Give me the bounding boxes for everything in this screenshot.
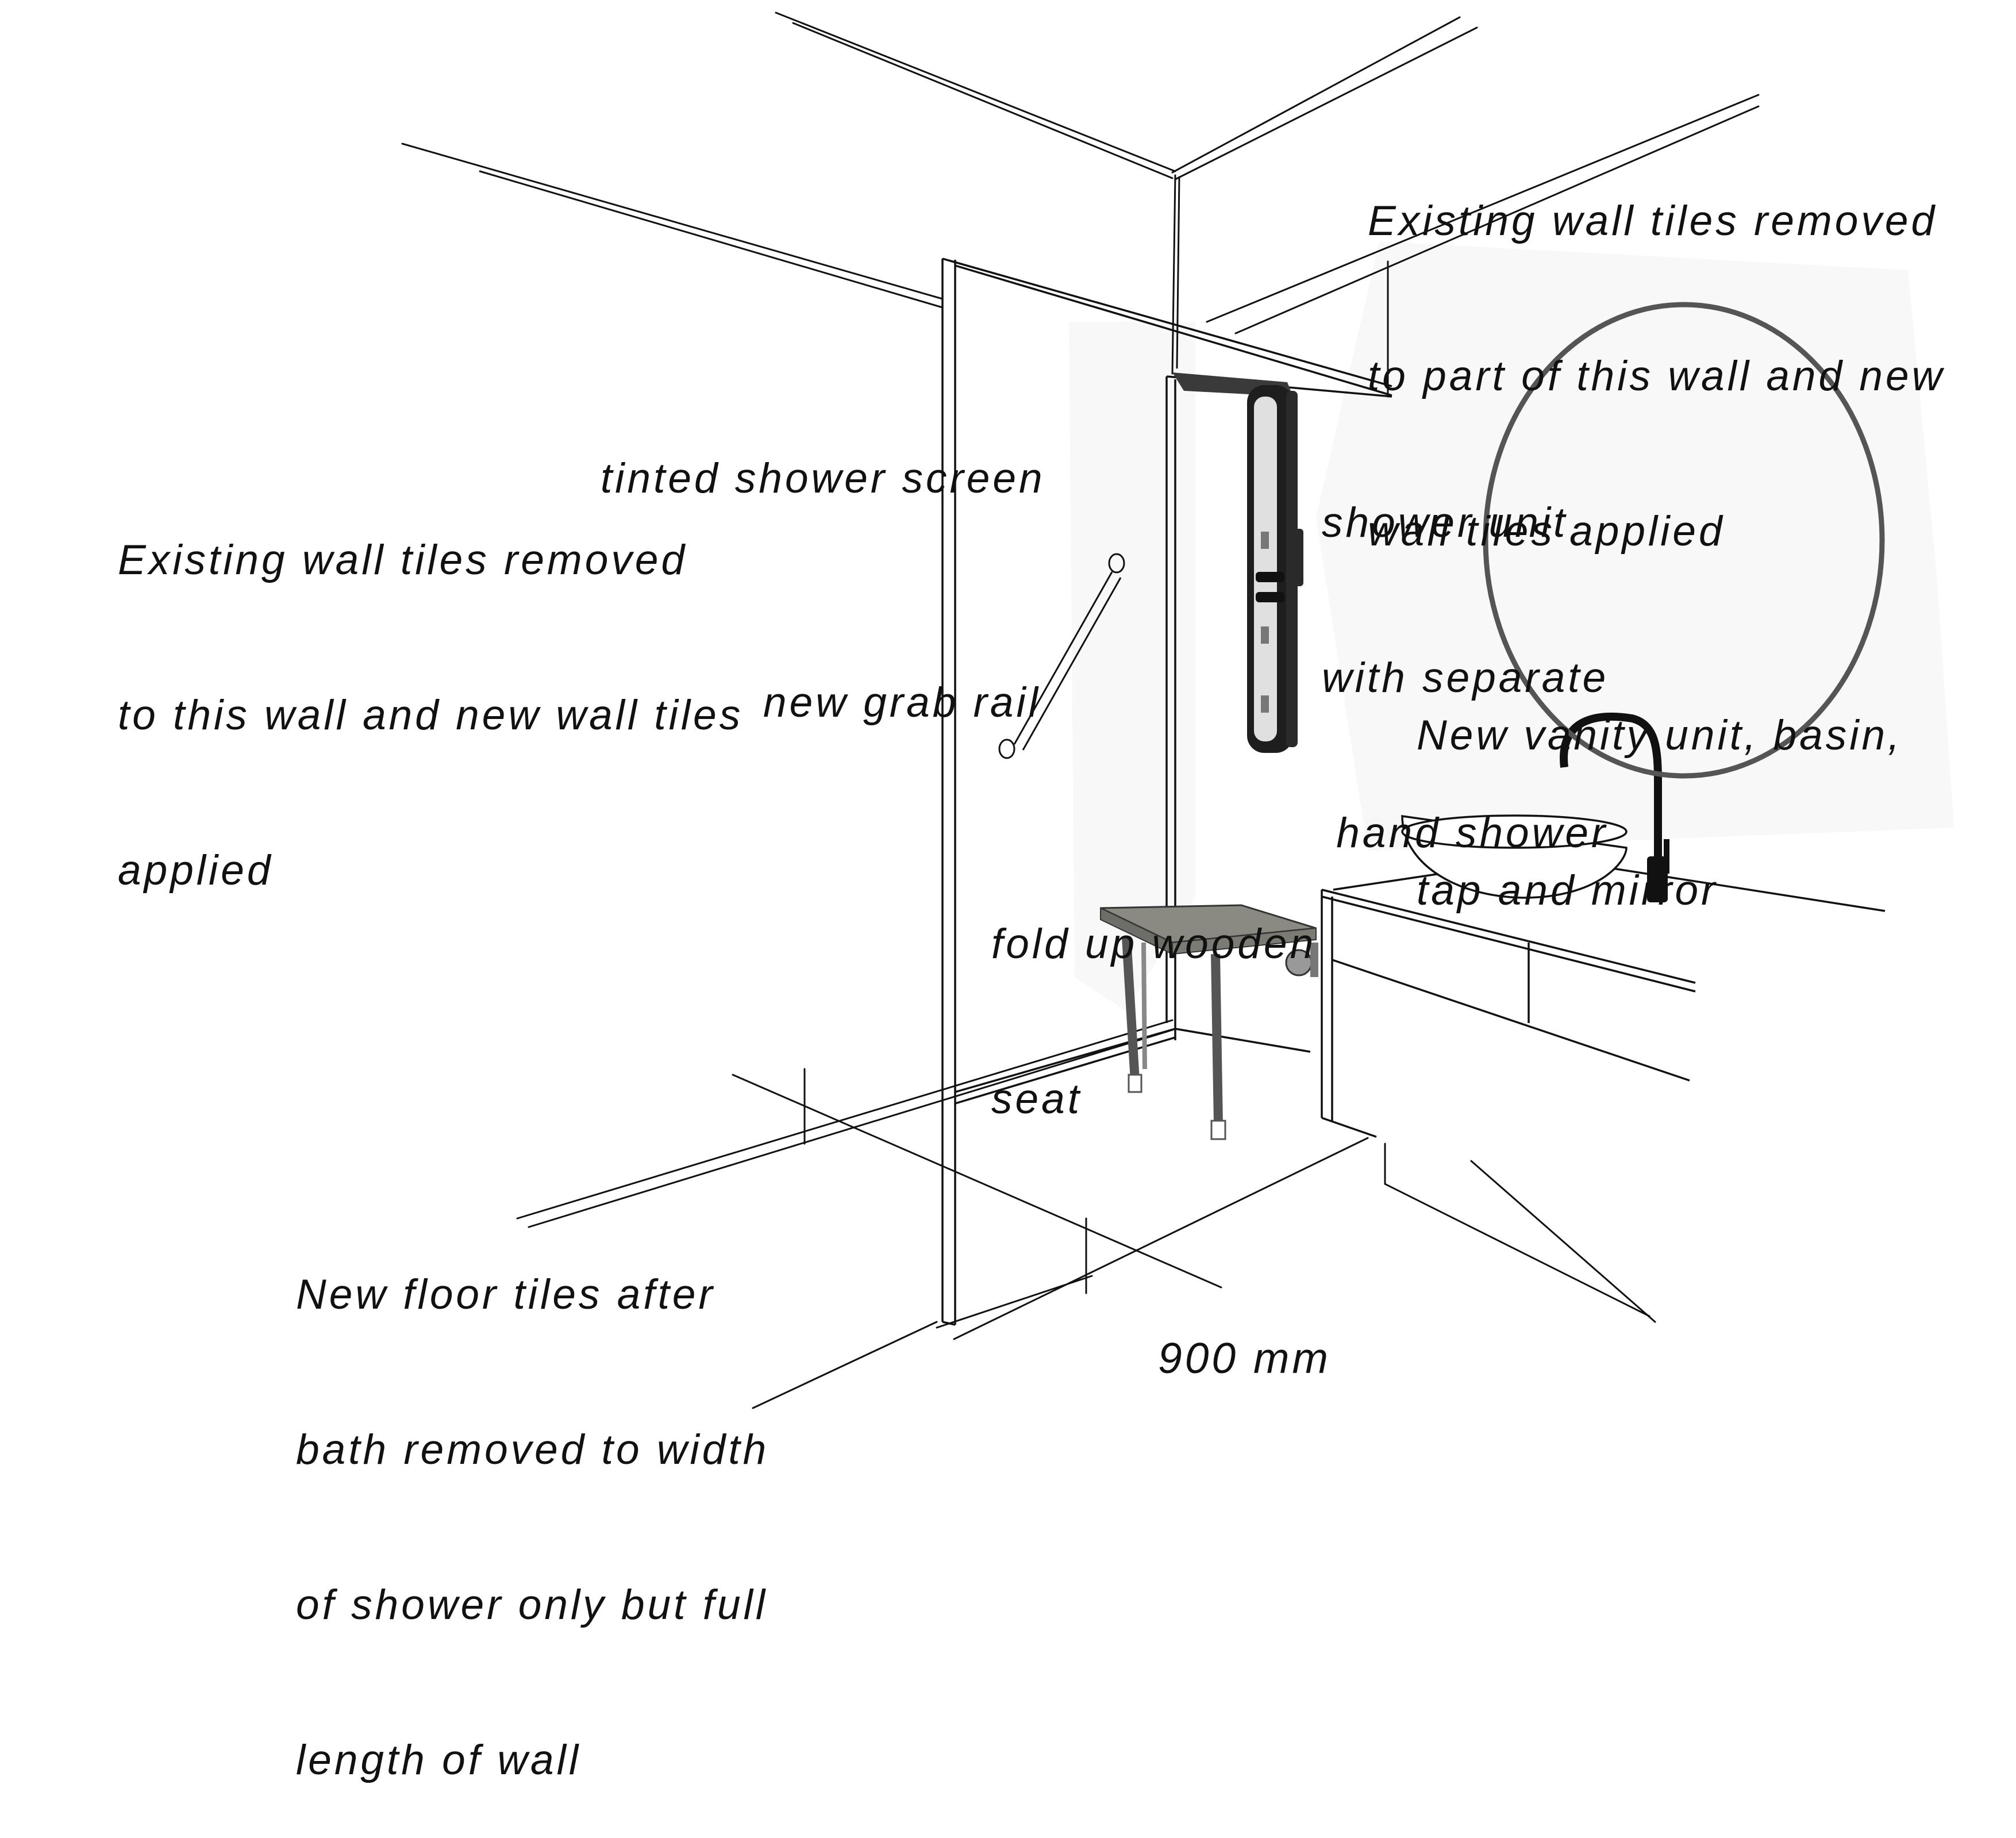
- note-line: hand shower: [1322, 810, 1609, 856]
- note-line: to part of this wall and new: [1368, 353, 1945, 399]
- dimension-label: 900 mm: [1158, 1229, 1331, 1436]
- note-line: Existing wall tiles removed: [118, 537, 688, 583]
- note-shower-unit: shower unit with separate hand shower: [1322, 394, 1609, 911]
- note-line: with separate: [1322, 655, 1609, 701]
- wall-shading: [1069, 241, 1954, 1012]
- shower-panel-icon: [1172, 372, 1303, 753]
- note-line: to this wall and new wall tiles: [118, 692, 744, 739]
- note-line: Existing wall tiles removed: [1368, 198, 1938, 244]
- note-line: New vanity unit, basin,: [1417, 712, 1903, 759]
- note-line: applied: [118, 847, 274, 894]
- note-line: of shower only but full: [296, 1582, 768, 1628]
- mirror-icon: [1483, 302, 1885, 779]
- note-seat: fold up wooden seat: [991, 815, 1316, 1177]
- room-lines: [401, 11, 1760, 398]
- note-line: tinted shower screen: [601, 455, 1045, 502]
- note-shower-screen: tinted shower screen: [601, 349, 1045, 556]
- note-left-wall-tiles: Existing wall tiles removed to this wall…: [118, 431, 743, 948]
- note-line: length of wall: [296, 1737, 582, 1783]
- note-grab-rail: new grab rail: [763, 574, 1041, 780]
- basin-icon: [1401, 814, 1628, 899]
- note-line: shower unit: [1322, 499, 1568, 546]
- note-line: seat: [991, 1076, 1082, 1122]
- grab-rail: [998, 553, 1125, 759]
- note-line: New floor tiles after: [296, 1271, 715, 1318]
- dimension-value: 900 mm: [1158, 1334, 1331, 1382]
- note-line: new grab rail: [763, 679, 1041, 726]
- fold-up-seat-icon: [1100, 904, 1318, 1140]
- note-floor-tiles: New floor tiles after bath removed to wi…: [296, 1166, 769, 1838]
- note-line: bath removed to width: [296, 1426, 770, 1473]
- note-line: wall tiles applied: [1368, 508, 1725, 555]
- note-vanity: New vanity unit, basin, tap and mirror: [1417, 606, 1902, 968]
- bathroom-perspective-sketch: [401, 11, 1954, 1409]
- note-line: tap and mirror: [1417, 867, 1718, 914]
- note-line: fold up wooden: [991, 921, 1317, 967]
- note-right-wall-tiles: Existing wall tiles removed to part of t…: [1368, 92, 1945, 609]
- floor-lines: [516, 1019, 1656, 1409]
